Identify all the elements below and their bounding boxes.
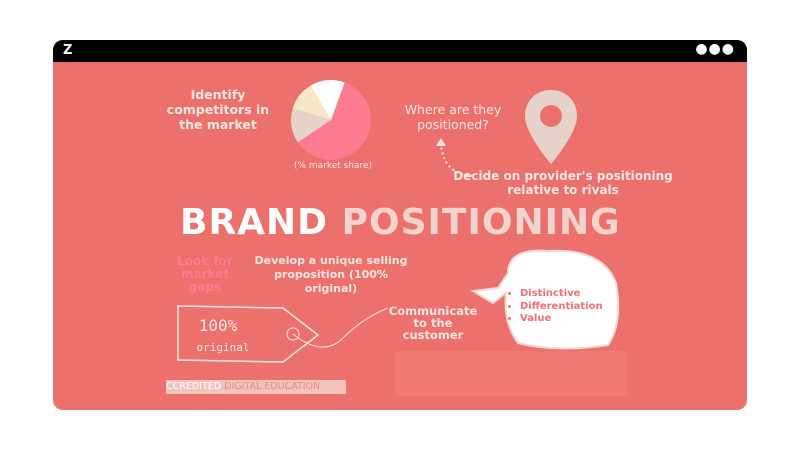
market-share-pie bbox=[291, 80, 371, 161]
bullet-item: Differentiation bbox=[520, 301, 603, 314]
title-positioning: POSITIONING bbox=[341, 202, 621, 243]
watermark-b: DIGITAL EDUCATION bbox=[221, 381, 321, 392]
pie-slice-3 bbox=[310, 80, 345, 120]
title-brand: BRAND bbox=[180, 202, 329, 243]
usp-text: Develop a unique selling proposition (10… bbox=[254, 254, 408, 295]
watermark: CCREDITED DIGITAL EDUCATION bbox=[166, 380, 346, 394]
slide-title: BRAND POSITIONING bbox=[180, 202, 621, 243]
tag-percent: 100% bbox=[198, 316, 238, 335]
bullet-item: Value bbox=[520, 313, 603, 326]
pie-slice-0 bbox=[297, 82, 371, 161]
tag-original: original bbox=[196, 341, 250, 354]
pie-caption: (% market share) bbox=[293, 161, 373, 171]
pie-slice-2 bbox=[292, 85, 331, 120]
location-pin-icon bbox=[525, 90, 577, 164]
video-player: Z ●●● Identify competitors in the market… bbox=[53, 40, 747, 410]
speech-bubble bbox=[469, 249, 620, 350]
decide-text: Decide on provider's positioning relativ… bbox=[453, 169, 673, 197]
app-logo: Z bbox=[63, 43, 73, 58]
identify-text: Identify competitors in the market bbox=[166, 87, 270, 132]
bullet-item: Distinctive bbox=[520, 288, 603, 301]
gaps-text: Look for market gaps bbox=[177, 254, 233, 294]
pie-slice-1 bbox=[291, 108, 331, 143]
caption-area bbox=[395, 351, 627, 396]
title-bar: Z ●●● bbox=[53, 40, 747, 62]
more-dots-icon[interactable]: ●●● bbox=[695, 41, 735, 57]
watermark-a: CCREDITED bbox=[166, 381, 222, 392]
bullet-list: Distinctive Differentiation Value bbox=[508, 288, 603, 326]
where-text: Where are they positioned? bbox=[404, 102, 502, 132]
communicate-text: Communicate to the customer bbox=[388, 304, 478, 342]
dotted-arrow-icon bbox=[436, 138, 474, 177]
price-tag-icon bbox=[177, 305, 389, 363]
